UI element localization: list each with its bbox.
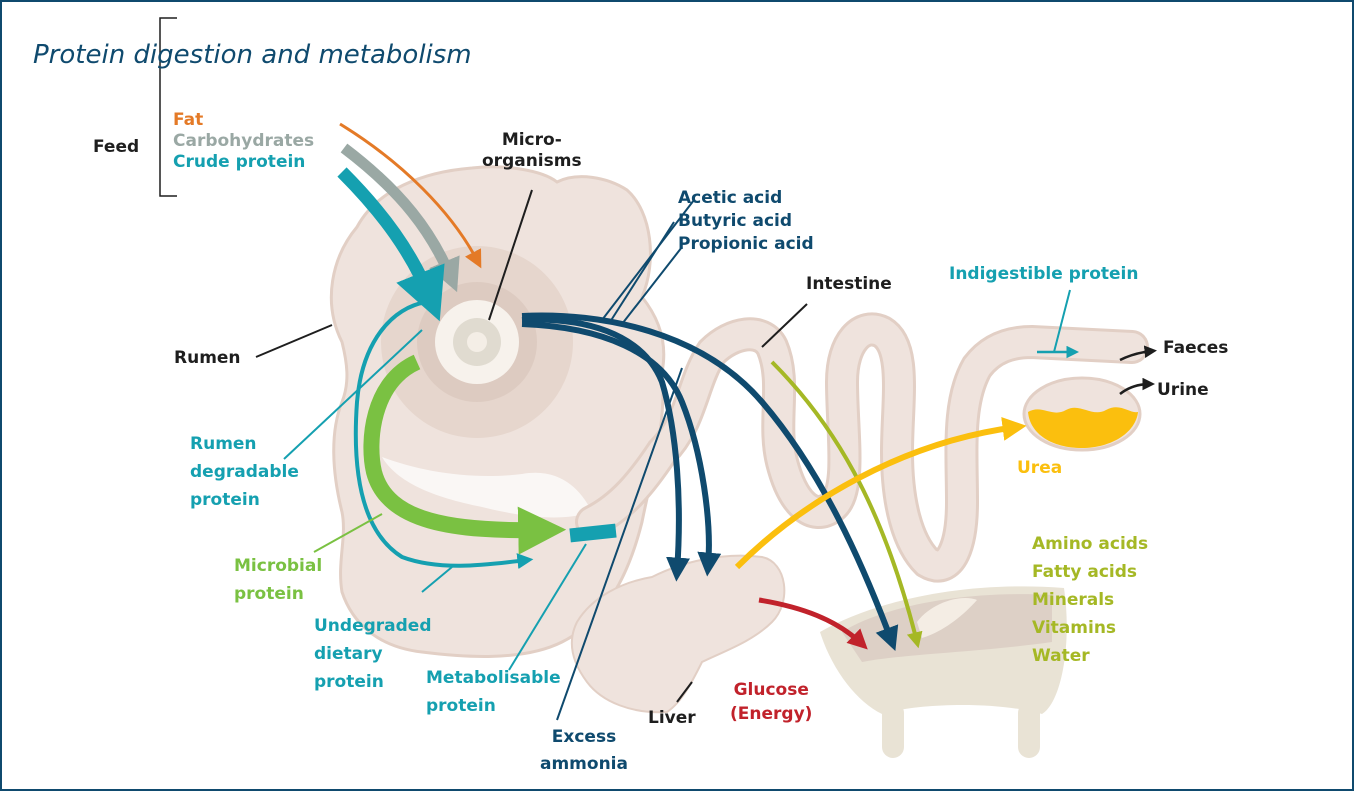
metabolisable-protein-label: Metabolisable protein — [426, 664, 561, 720]
udder-shape — [820, 586, 1067, 758]
microorganisms-label: Micro- organisms — [482, 130, 582, 172]
water-label: Water — [1032, 642, 1148, 670]
microorganism-disc — [435, 300, 519, 384]
nutrients-labels: Amino acids Fatty acids Minerals Vitamin… — [1032, 530, 1148, 670]
vfa-labels: Acetic acid Butyric acid Propionic acid — [678, 187, 814, 256]
microbial-protein-label: Microbial protein — [234, 552, 322, 608]
feed-item-crude-protein: Crude protein — [173, 152, 314, 173]
urea-label: Urea — [1017, 458, 1062, 479]
figure-title: Protein digestion and metabolism — [33, 40, 472, 70]
undegraded-dietary-protein-label: Undegraded dietary protein — [314, 612, 432, 696]
rumen-degradable-protein-label: Rumen degradable protein — [190, 430, 299, 514]
rumen-label: Rumen — [174, 348, 241, 369]
urine-label: Urine — [1157, 380, 1209, 401]
feed-item-carbohydrates: Carbohydrates — [173, 131, 314, 152]
feed-label: Feed — [93, 137, 139, 158]
minerals-label: Minerals — [1032, 586, 1148, 614]
glucose-label: Glucose (Energy) — [730, 678, 812, 726]
intestine-label: Intestine — [806, 274, 892, 295]
excess-ammonia-label: Excess ammonia — [540, 724, 628, 778]
butyric-acid-label: Butyric acid — [678, 210, 814, 233]
feed-list: Fat Carbohydrates Crude protein — [173, 110, 314, 173]
feed-item-fat: Fat — [173, 110, 314, 131]
propionic-acid-label: Propionic acid — [678, 233, 814, 256]
bladder-shape — [1024, 378, 1140, 450]
liver-label: Liver — [648, 708, 696, 729]
faeces-label: Faeces — [1163, 338, 1228, 359]
fatty-acids-label: Fatty acids — [1032, 558, 1148, 586]
amino-acids-label: Amino acids — [1032, 530, 1148, 558]
indigestible-protein-label: Indigestible protein — [949, 264, 1138, 285]
vitamins-label: Vitamins — [1032, 614, 1148, 642]
acetic-acid-label: Acetic acid — [678, 187, 814, 210]
